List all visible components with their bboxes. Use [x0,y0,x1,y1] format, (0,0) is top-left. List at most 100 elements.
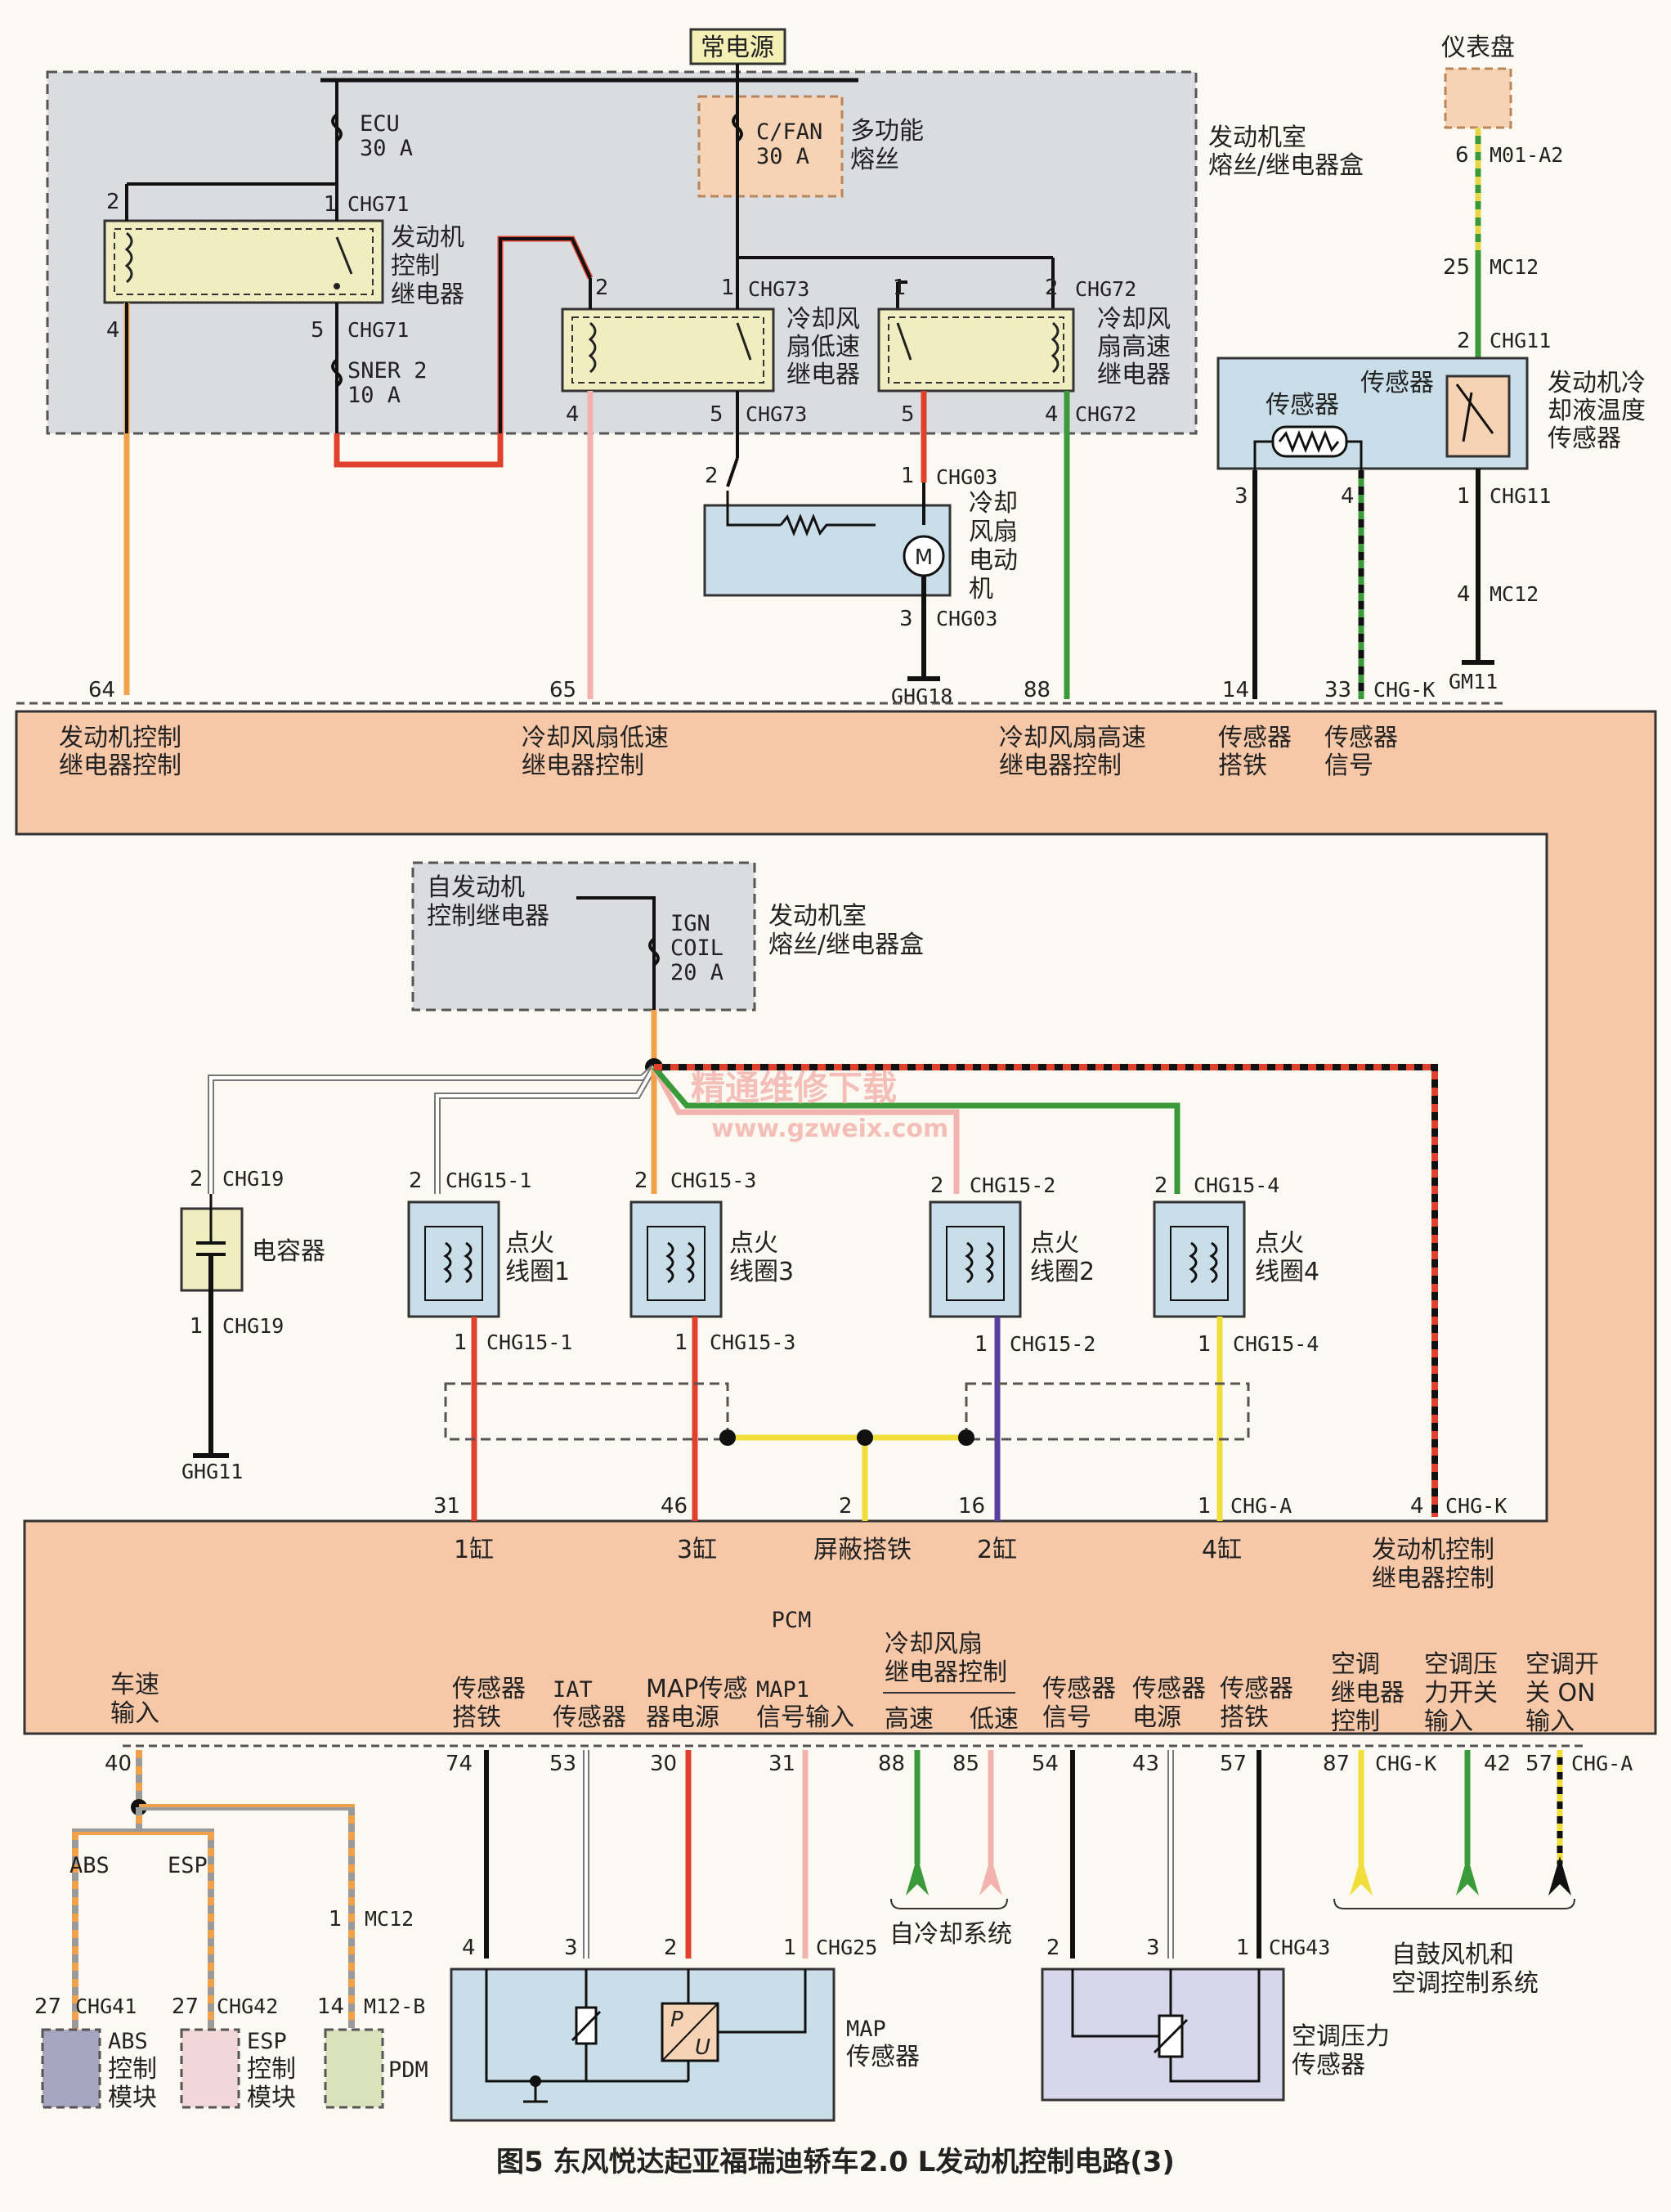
pcm-ac-press-1: 空调压 [1424,1650,1498,1679]
chg19-bottom: CHG19 [222,1314,284,1338]
pdm-label: PDM [388,2057,428,2083]
pdm-module [324,2028,384,2109]
pin-pcm-4: 4 [1410,1494,1424,1519]
pin-pcm-88-top: 88 [1024,678,1051,702]
watermark-2: www.gzweix.com [711,1115,948,1143]
pcm-map1-2: 信号输入 [756,1703,854,1732]
sner-fuse-rating: 10 A [347,383,401,408]
pcm-shield: 屏蔽搭铁 [813,1536,912,1564]
pin-dash-6: 6 [1455,143,1469,168]
ign-box-2: 熔丝/继电器盒 [768,931,924,959]
m01a2-label: M01-A2 [1490,143,1563,167]
abs-mod-2: 控制 [108,2055,157,2084]
map-sensor [450,1967,836,2122]
chg15-1-top: CHG15-1 [446,1169,531,1192]
pcm-map1-1: MAP1 [756,1677,809,1703]
engine-relay-label-1: 发动机 [391,223,464,252]
pin-coil1-2: 2 [409,1169,423,1193]
pin-map-2: 2 [664,1936,678,1960]
chg72-bottom: CHG72 [1075,402,1136,426]
pin-acp-1: 1 [1236,1936,1250,1960]
esp-mod-1: ESP [247,2029,287,2054]
pin-acp-3: 3 [1146,1936,1160,1960]
from-ac-arrow-yellow [1350,1856,1373,1896]
coil1-label-2: 线圈1 [505,1258,570,1286]
from-ac-arrow-black [1548,1856,1571,1896]
ign-box-1: 发动机室 [768,902,867,931]
cfan-fuse-label: C/FAN [756,119,822,145]
chg15-4-top: CHG15-4 [1194,1173,1279,1197]
coil3-label-1: 点火 [729,1229,778,1258]
constant-power-label: 常电源 [701,34,774,62]
chg73-top: CHG73 [748,277,809,301]
abs-module [41,2028,101,2109]
low-relay-label-3: 继电器 [786,361,860,389]
esp-mod-2: 控制 [247,2055,296,2084]
ignition-coil-4 [1153,1200,1246,1318]
pin-acp-2: 2 [1046,1936,1060,1960]
pin-coil2-2: 2 [930,1173,944,1198]
m12b-label: M12-B [364,1994,425,2018]
high-relay-label-1: 冷却风 [1097,305,1171,334]
multi-fuse-label-2: 熔丝 [850,146,899,174]
pin-pcm-65: 65 [549,678,576,702]
pin-pcm-42: 42 [1484,1752,1511,1776]
chg15-2-top: CHG15-2 [970,1173,1055,1197]
pin-pcm-85: 85 [952,1752,979,1776]
ecu-fuse-label: ECU [360,111,400,137]
sensor-label-right: 传感器 [1360,369,1434,397]
coolant-label-1: 发动机冷 [1548,369,1646,397]
pcm-sg2-1: 传感器 [1220,1675,1293,1703]
chga-mid: CHG-A [1230,1494,1292,1518]
esp-mod-3: 模块 [247,2084,296,2112]
pin-low-1: 1 [721,276,735,300]
ignition-coil-3 [629,1200,723,1318]
pin-low-2: 2 [595,276,609,300]
from-cooling-arrow-green [906,1856,929,1896]
watermark-1: 精通维修下载 [691,1068,897,1108]
pcm-relay-ctrl-2: 继电器控制 [1372,1564,1494,1593]
pin-ecr-1: 1 [324,192,338,217]
low-relay-label-2: 扇低速 [786,333,860,361]
dashboard-box [1444,67,1512,129]
sensor-label-left: 传感器 [1266,391,1339,420]
pin-pcm-53: 53 [549,1752,576,1776]
pin-pcm-87: 87 [1323,1752,1350,1776]
gm11-label: GM11 [1449,670,1498,693]
chg15-4-bottom: CHG15-4 [1233,1332,1319,1356]
acp-label-1: 空调压力 [1292,2022,1390,2051]
ign-fuse-3: 20 A [670,960,724,985]
pcm-sensor-sig-1: 传感器 [1324,724,1398,752]
pin-coil3-2: 2 [634,1169,648,1193]
fan-high-speed-relay [877,307,1075,393]
fuse-box-label-1: 发动机室 [1208,123,1306,152]
chg11-bottom: CHG11 [1490,484,1551,508]
pcm-iat-2: 传感器 [553,1703,626,1732]
pcm-fan-high-2: 继电器控制 [999,752,1122,780]
pin-map-3: 3 [564,1936,578,1960]
coolant-label-3: 传感器 [1548,424,1621,453]
chga-bottom: CHG-A [1571,1752,1633,1775]
pcm-fan-ctrl-2: 继电器控制 [885,1658,1007,1687]
pin-pcm-31: 31 [433,1494,460,1519]
pin-map-1: 1 [783,1936,797,1960]
ignition-coil-1 [407,1200,500,1318]
ign-fuse-1: IGN [670,911,710,936]
pcm-sg2-2: 搭铁 [1220,1703,1269,1732]
pcm-ctrl-relay-1: 发动机控制 [59,724,181,752]
pin-mc12-1: 1 [329,1907,343,1932]
pin-ecr-2: 2 [106,190,120,214]
pin-abs-27: 27 [34,1994,61,2019]
pcm-iat-1: IAT [553,1677,593,1703]
pcm-ac-relay-1: 空调 [1331,1650,1380,1679]
fuse-box-label-2: 熔丝/继电器盒 [1208,151,1364,180]
pcm-sensor-gnd-2: 搭铁 [1218,752,1267,780]
engine-relay-label-3: 继电器 [391,280,464,309]
pin-pdm-14: 14 [317,1994,344,2019]
mc12-pdm: MC12 [365,1907,414,1931]
mc12-top: MC12 [1490,255,1539,279]
pcm-ac-relay-2: 继电器 [1331,1679,1404,1707]
pcm-cyl2: 2缸 [977,1536,1017,1564]
pin-cap-1: 1 [190,1314,204,1339]
acp-label-2: 传感器 [1292,2051,1365,2080]
